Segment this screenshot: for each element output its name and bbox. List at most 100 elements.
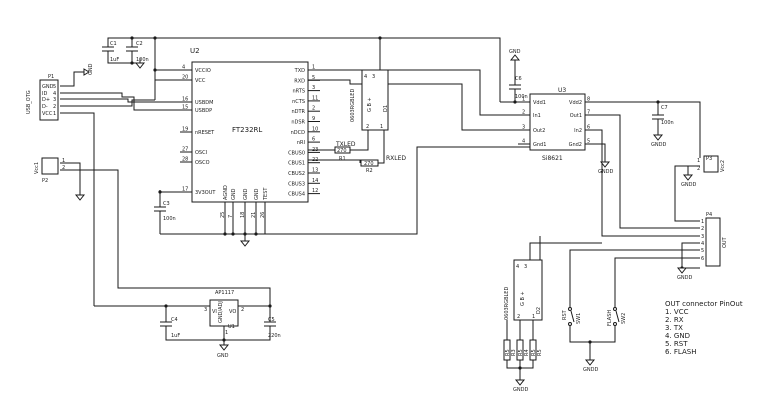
p4-ref: P4 bbox=[706, 212, 712, 218]
gndd-label-resistors: GNDD bbox=[513, 387, 528, 393]
u2-part: FT232RL bbox=[232, 126, 262, 134]
u2-pin-name: nDCD bbox=[291, 130, 306, 136]
legend-line-6: 6. FLASH bbox=[665, 348, 697, 356]
u2-pin-num: 9 bbox=[312, 116, 315, 122]
u2-pin-name: USBDM bbox=[195, 100, 213, 106]
capacitor-c3: C3 100n bbox=[154, 201, 176, 222]
d1-pin3: 3 bbox=[372, 74, 375, 80]
u2-pin-num: 5 bbox=[312, 75, 315, 81]
p1-pin-num: 4 bbox=[53, 91, 56, 97]
u3-pin-num: 5 bbox=[587, 139, 590, 145]
resistor-r2: 270 R2 bbox=[360, 159, 379, 174]
u2-pin-name: VCC bbox=[195, 78, 206, 84]
u2-pin-name: CBUS2 bbox=[288, 171, 305, 177]
u1-pin-vo: 2 bbox=[241, 307, 244, 313]
p3-pin1: 1 bbox=[697, 158, 700, 164]
u2-pin-num: 15 bbox=[182, 105, 188, 111]
c1-value: 1uF bbox=[110, 57, 119, 63]
p4-pin-num: 3 bbox=[701, 234, 704, 240]
u1-pin-gnd: 1 bbox=[225, 330, 228, 336]
u1-vi-label: VI bbox=[212, 309, 217, 315]
capacitor-c1: C1 1uF bbox=[102, 40, 119, 63]
u2-pin-name: USBDP bbox=[195, 108, 212, 114]
u2-pin-num: 12 bbox=[312, 188, 318, 194]
c2-value: 100n bbox=[136, 57, 149, 63]
u2-pin-name: nRESET bbox=[195, 130, 215, 136]
p4-pin-num: 6 bbox=[701, 256, 704, 262]
d2-ref: D2 bbox=[536, 307, 542, 314]
u2-pin-num: 25 bbox=[220, 212, 226, 218]
d2-pin4: 4 bbox=[516, 264, 519, 270]
d1-pin4: 4 bbox=[364, 74, 367, 80]
gndd-symbol-c7: GNDD bbox=[651, 134, 666, 148]
gndd-label-c7: GNDD bbox=[651, 142, 666, 148]
gndd-label-p3: GNDD bbox=[681, 182, 696, 188]
u2-pin-num: 4 bbox=[182, 65, 185, 71]
u2-pin-num: 2 bbox=[312, 106, 315, 112]
p1-pin-num: 3 bbox=[53, 97, 56, 103]
p4-pin-num: 2 bbox=[701, 226, 704, 232]
net-txled: TXLED bbox=[335, 141, 356, 148]
p1-pin-signal: ID bbox=[42, 91, 47, 97]
u3-pin-num: 4 bbox=[522, 139, 525, 145]
c5-ref: C5 bbox=[268, 317, 275, 323]
u2-pin-name: GND bbox=[243, 188, 249, 200]
p2-ref: P2 bbox=[42, 178, 48, 184]
u2-pin-name: CBUS0 bbox=[288, 150, 305, 156]
u2-pin-name: RXD bbox=[294, 78, 305, 84]
u2-pin-num: 11 bbox=[312, 95, 318, 101]
legend-title: OUT connector PinOut bbox=[665, 300, 743, 308]
u2-pin-name: nCTS bbox=[292, 99, 305, 105]
resistor-r1: 270 R1 bbox=[334, 146, 351, 162]
c6-value: 100n bbox=[515, 94, 528, 100]
sw2-ref: SW2 bbox=[621, 313, 627, 324]
u3-pin-num: 7 bbox=[587, 110, 590, 116]
switch-sw1: RST SW1 bbox=[562, 300, 582, 330]
gnd-symbol-c1c2 bbox=[134, 62, 146, 69]
p4-pin-num: 5 bbox=[701, 248, 704, 254]
ap1117-regulator: AP1117 U1 VI VO GND/ADJ 3 2 1 bbox=[204, 290, 244, 336]
u2-pin-name: OSCO bbox=[195, 160, 210, 166]
capacitor-c5: C5 220n bbox=[264, 317, 281, 339]
legend-line-4: 4. GND bbox=[665, 332, 690, 340]
gndd-label-u3: GNDD bbox=[598, 169, 613, 175]
gndd-symbol-switches: GNDD bbox=[583, 359, 598, 373]
u2-pin-num: 17 bbox=[182, 187, 188, 193]
u3-pin-num: 8 bbox=[587, 97, 590, 103]
r4-ref: R4 bbox=[524, 349, 530, 356]
r4-value: R5 bbox=[518, 349, 524, 356]
c4-value: 1uF bbox=[171, 333, 180, 339]
c2-ref: C2 bbox=[136, 41, 143, 47]
d2-pin-text: G B + bbox=[520, 291, 526, 306]
ground-symbols: GND GND GND GNDD GNDD GNDD bbox=[74, 49, 696, 393]
led-d1: 0603RGBLED G B + D1 4 3 2 1 bbox=[350, 69, 389, 131]
c1-ref: C1 bbox=[110, 41, 117, 47]
p1-pin-num: 1 bbox=[53, 111, 56, 117]
r1-value: 270 bbox=[337, 148, 347, 154]
u2-pin-num: 21 bbox=[251, 212, 257, 218]
p2-pin1: 1 bbox=[62, 158, 65, 164]
out-connector-legend: OUT connector PinOut 1. VCC 2. RX 3. TX … bbox=[665, 300, 743, 356]
p1-pin-signal: D+ bbox=[42, 97, 50, 103]
r3-ref: R3 bbox=[511, 349, 517, 356]
p2-label: Vcc1 bbox=[34, 162, 40, 174]
u2-pin-num: 22 bbox=[312, 157, 318, 163]
u3-pin-num: 3 bbox=[522, 125, 525, 131]
u2-pin-name: 3V3OUT bbox=[195, 190, 216, 196]
gnd-symbol-u2 bbox=[239, 240, 251, 247]
u1-gnd-label: GND/ADJ bbox=[218, 301, 224, 323]
p1-ref: P1 bbox=[48, 74, 54, 80]
wires bbox=[60, 37, 701, 380]
u1-vo-label: VO bbox=[229, 309, 236, 315]
d1-ref: D1 bbox=[383, 105, 389, 112]
resistors: 270 R1 270 R2 R5 R3 R5 R4 R5 R5 bbox=[334, 146, 543, 361]
u2-pin-name: nRTS bbox=[292, 89, 305, 95]
p3-pin2: 2 bbox=[697, 166, 700, 172]
u2-pin-num: 16 bbox=[182, 97, 188, 103]
u3-pin-name: Vdd1 bbox=[533, 100, 546, 106]
resistor-r5: R5 R5 bbox=[529, 339, 543, 361]
capacitor-c7: C7 100n bbox=[652, 105, 674, 126]
u2-pin-name: AGND bbox=[223, 185, 229, 200]
gnd-label-usb: GND bbox=[88, 63, 94, 75]
